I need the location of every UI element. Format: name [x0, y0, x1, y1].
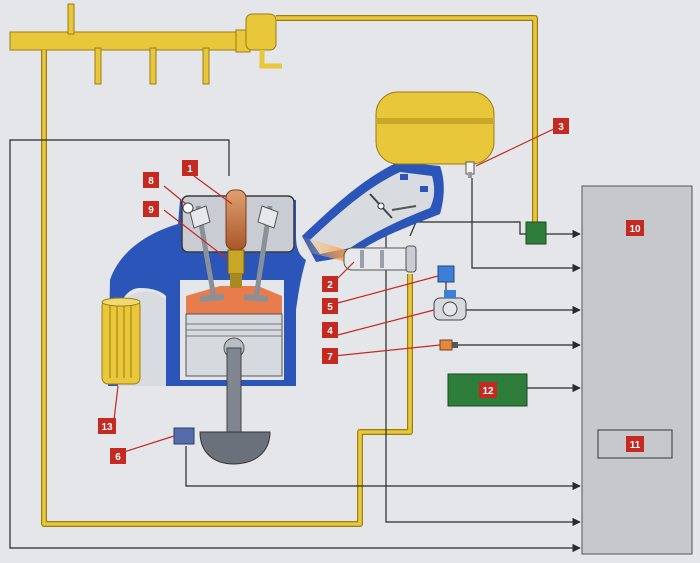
signal-wires: [9, 139, 581, 553]
svg-text:1: 1: [187, 164, 193, 175]
svg-text:13: 13: [101, 422, 113, 433]
callout-10: 10: [626, 220, 644, 236]
oil-filter: [101, 297, 141, 385]
air-mass-sensor: [525, 221, 547, 245]
intake-air-temp-sensor: [465, 161, 475, 178]
callout-2: 2: [322, 276, 338, 292]
coolant-temp-sensor: [182, 202, 194, 214]
connecting-rod: [226, 347, 242, 433]
callout-1: 1: [182, 160, 198, 176]
svg-text:3: 3: [558, 122, 564, 133]
fuel-lines: [41, 15, 538, 527]
callout-4: 4: [322, 322, 338, 338]
fuel-injector: [300, 236, 417, 273]
throttle-valve: [369, 174, 428, 219]
exhaust-valve: [244, 205, 279, 302]
callout-13: 13: [98, 418, 116, 434]
temperature-sensor-7: [439, 339, 458, 351]
callout-6: 6: [110, 448, 126, 464]
svg-text:12: 12: [482, 386, 494, 397]
intake-manifold: [302, 162, 444, 262]
callout-leaders: [113, 125, 561, 453]
throttle-position-sensor: [433, 290, 467, 321]
svg-text:11: 11: [630, 440, 641, 451]
svg-text:9: 9: [148, 205, 154, 216]
callout-9: 9: [143, 201, 159, 217]
callout-12: 12: [479, 382, 497, 398]
sensor-5-square: [437, 265, 455, 283]
svg-text:7: 7: [327, 352, 333, 363]
air-filter-housing: [375, 91, 495, 165]
callout-7: 7: [322, 348, 338, 364]
callout-3: 3: [553, 118, 569, 134]
svg-text:8: 8: [148, 176, 154, 187]
ecu-box: [581, 185, 693, 555]
callout-11: 11: [626, 436, 644, 452]
intake-valve: [189, 205, 224, 302]
spark-plug: [225, 189, 247, 288]
knock-sensor: [173, 427, 195, 445]
fuel-pressure-regulator: [235, 13, 282, 69]
crank-counterweight: [199, 431, 271, 465]
svg-text:4: 4: [327, 326, 333, 337]
svg-text:6: 6: [115, 452, 121, 463]
callout-8: 8: [143, 172, 159, 188]
callout-5: 5: [322, 298, 338, 314]
svg-text:10: 10: [629, 224, 641, 235]
svg-text:5: 5: [327, 302, 333, 313]
svg-text:2: 2: [327, 280, 333, 291]
